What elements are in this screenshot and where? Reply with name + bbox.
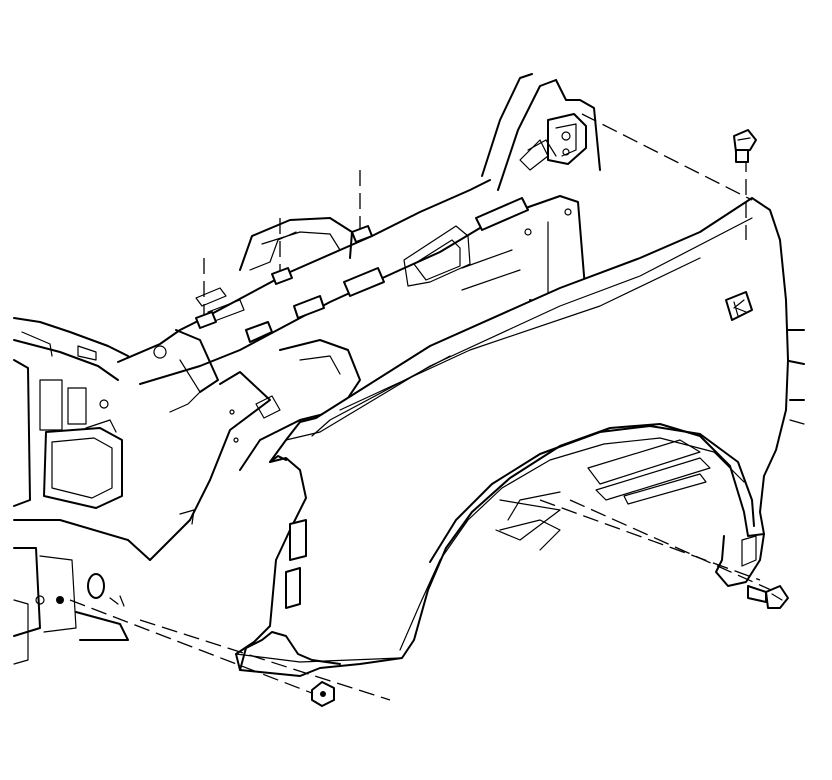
wheelhouse-liner-opening [499, 491, 561, 551]
radiator-support [13, 317, 151, 665]
top-rear-bolt [733, 129, 757, 163]
rail-studs [195, 225, 373, 329]
rail-stud-1 [195, 311, 217, 329]
rail-stud-3 [351, 225, 373, 243]
a-pillar [461, 73, 601, 305]
upper-rail [117, 179, 521, 561]
front-weld-nut [56, 573, 125, 607]
lower-rear-bolt [747, 585, 789, 609]
alignment-lines [69, 113, 781, 701]
rail-stud-2 [271, 267, 293, 285]
lower-front-nut [311, 681, 335, 707]
fender-emblem [725, 291, 753, 321]
cowl-bracket [527, 113, 587, 165]
strut-tower [179, 217, 361, 525]
front-fender [235, 197, 789, 677]
